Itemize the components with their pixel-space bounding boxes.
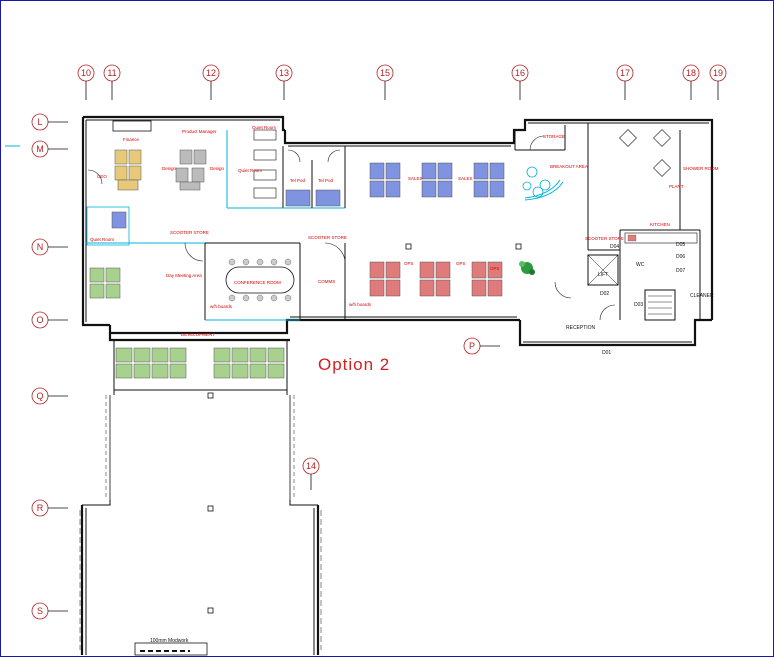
blue-desk-clusters [369,162,505,198]
label-door-d02: D02 [600,291,609,297]
red-desk-clusters [369,261,503,297]
development-desks [115,347,285,379]
grid-marker-col-10: 10 [77,64,95,100]
row-grid: L M N O P Q R S 14 [5,113,500,620]
label-sales-2: SALES [458,176,473,181]
svg-text:11: 11 [107,68,116,78]
ceo-desk [111,211,127,229]
label-door-d04: D04 [610,244,619,250]
interior-partitions [86,120,701,321]
label-day-meeting: Day Meeting Area [166,273,202,278]
label-scooter-store-2: SCOOTER STORE [308,235,347,240]
grid-marker-col-14: 14 [302,457,320,490]
label-scooter-store-3: SCOOTER STORE [585,236,624,241]
svg-text:L: L [37,117,42,127]
svg-text:18: 18 [686,68,696,78]
grid-marker-row-N: N [31,238,68,256]
label-comms: COMMS [318,279,335,284]
grid-marker-col-15: 15 [376,64,394,100]
grid-marker-col-17: 17 [616,64,634,100]
svg-text:19: 19 [713,68,723,78]
kitchen-counter [624,232,698,244]
building-walls [79,115,714,655]
svg-text:17: 17 [620,68,630,78]
svg-text:13: 13 [279,68,289,78]
label-wc: WC [636,262,645,268]
svg-text:S: S [37,606,43,616]
label-ops-1: OPS [404,261,414,266]
label-ceo: CEO [97,174,107,179]
grid-marker-row-O: O [31,311,68,329]
label-door-d03: D03 [634,302,643,308]
grid-marker-row-M: M [5,140,68,158]
label-plant: PLANT [669,184,684,189]
scale-bar [134,642,208,656]
label-sales-1: SALES [408,176,423,181]
room-labels: Finance Product Manager Quiet Room Quiet… [90,125,719,644]
label-door-d01: D01 [602,350,611,356]
grid-marker-row-S: S [31,602,68,620]
svg-text:16: 16 [515,68,525,78]
svg-text:15: 15 [380,68,390,78]
grid-marker-row-L: L [31,113,68,131]
grid-marker-col-19: 19 [709,64,727,100]
label-kitchen: KITCHEN [650,222,670,227]
label-product-manager: Product Manager [182,129,217,134]
label-door-d06: D06 [676,254,685,260]
label-shower-room: SHOWER ROOM [683,166,719,171]
label-tel-pod-1: Tel Pod [290,178,306,183]
svg-text:Q: Q [36,391,43,401]
svg-text:12: 12 [206,68,216,78]
plant-icon [519,261,535,275]
grid-marker-row-P: P [463,337,500,355]
label-design-left: Design [162,166,177,171]
svg-text:O: O [36,315,43,325]
column-grid: 10 11 12 13 15 16 17 18 19 [77,64,727,100]
cafe-tables [619,129,671,177]
label-storage: STORAGE [543,134,565,139]
label-cleaner: CLEANER [690,293,714,299]
label-tel-pod-2: Tel Pod [318,178,334,183]
grid-marker-col-11: 11 [103,64,121,100]
svg-text:14: 14 [306,461,316,471]
label-finance: Finance [123,137,140,142]
grid-marker-col-12: 12 [202,64,220,100]
grid-marker-col-16: 16 [511,64,529,100]
grid-marker-col-13: 13 [275,64,293,100]
svg-text:P: P [469,341,475,351]
label-door-d05: D05 [676,242,685,248]
green-desk-left [89,267,121,299]
label-lift: LIFT [598,272,608,278]
label-ops-2: OPS [456,261,466,266]
label-quiet-room-left: Quiet Room [90,237,114,242]
tel-pods [285,189,341,207]
label-design-right: Design [210,166,225,171]
grid-marker-row-R: R [31,499,68,517]
label-scale-note: 100mm Modwork [150,638,189,644]
label-reception: RECEPTION [566,325,596,331]
grid-marker-row-Q: Q [31,387,68,405]
svg-text:M: M [36,144,44,154]
option-title: Option 2 [318,355,390,374]
label-quiet-room-top: Quiet Room [252,125,276,130]
finance-desks [114,149,142,191]
label-wh-boards: w/h boards [210,304,233,309]
svg-text:10: 10 [81,68,91,78]
svg-text:R: R [37,503,44,513]
svg-text:N: N [37,242,44,252]
label-breakout: BREAKOUT AREA [550,164,588,169]
quiet-room-tables [253,129,277,199]
label-wh-boards-2: w/h boards [349,302,372,307]
grid-marker-col-18: 18 [682,64,700,100]
product-desks [175,149,207,191]
label-conference-room: CONFERENCE ROOM [234,280,281,285]
breakout-tables [522,166,551,198]
label-development: DEVELOPMENT [181,332,215,337]
conference-table [225,258,295,302]
label-scooter-store-1: SCOOTER STORE [170,230,209,235]
label-ops-3: OPS [490,266,500,271]
label-door-d07: D07 [676,268,685,274]
label-quiet-room-mid: Quiet Room [238,168,262,173]
